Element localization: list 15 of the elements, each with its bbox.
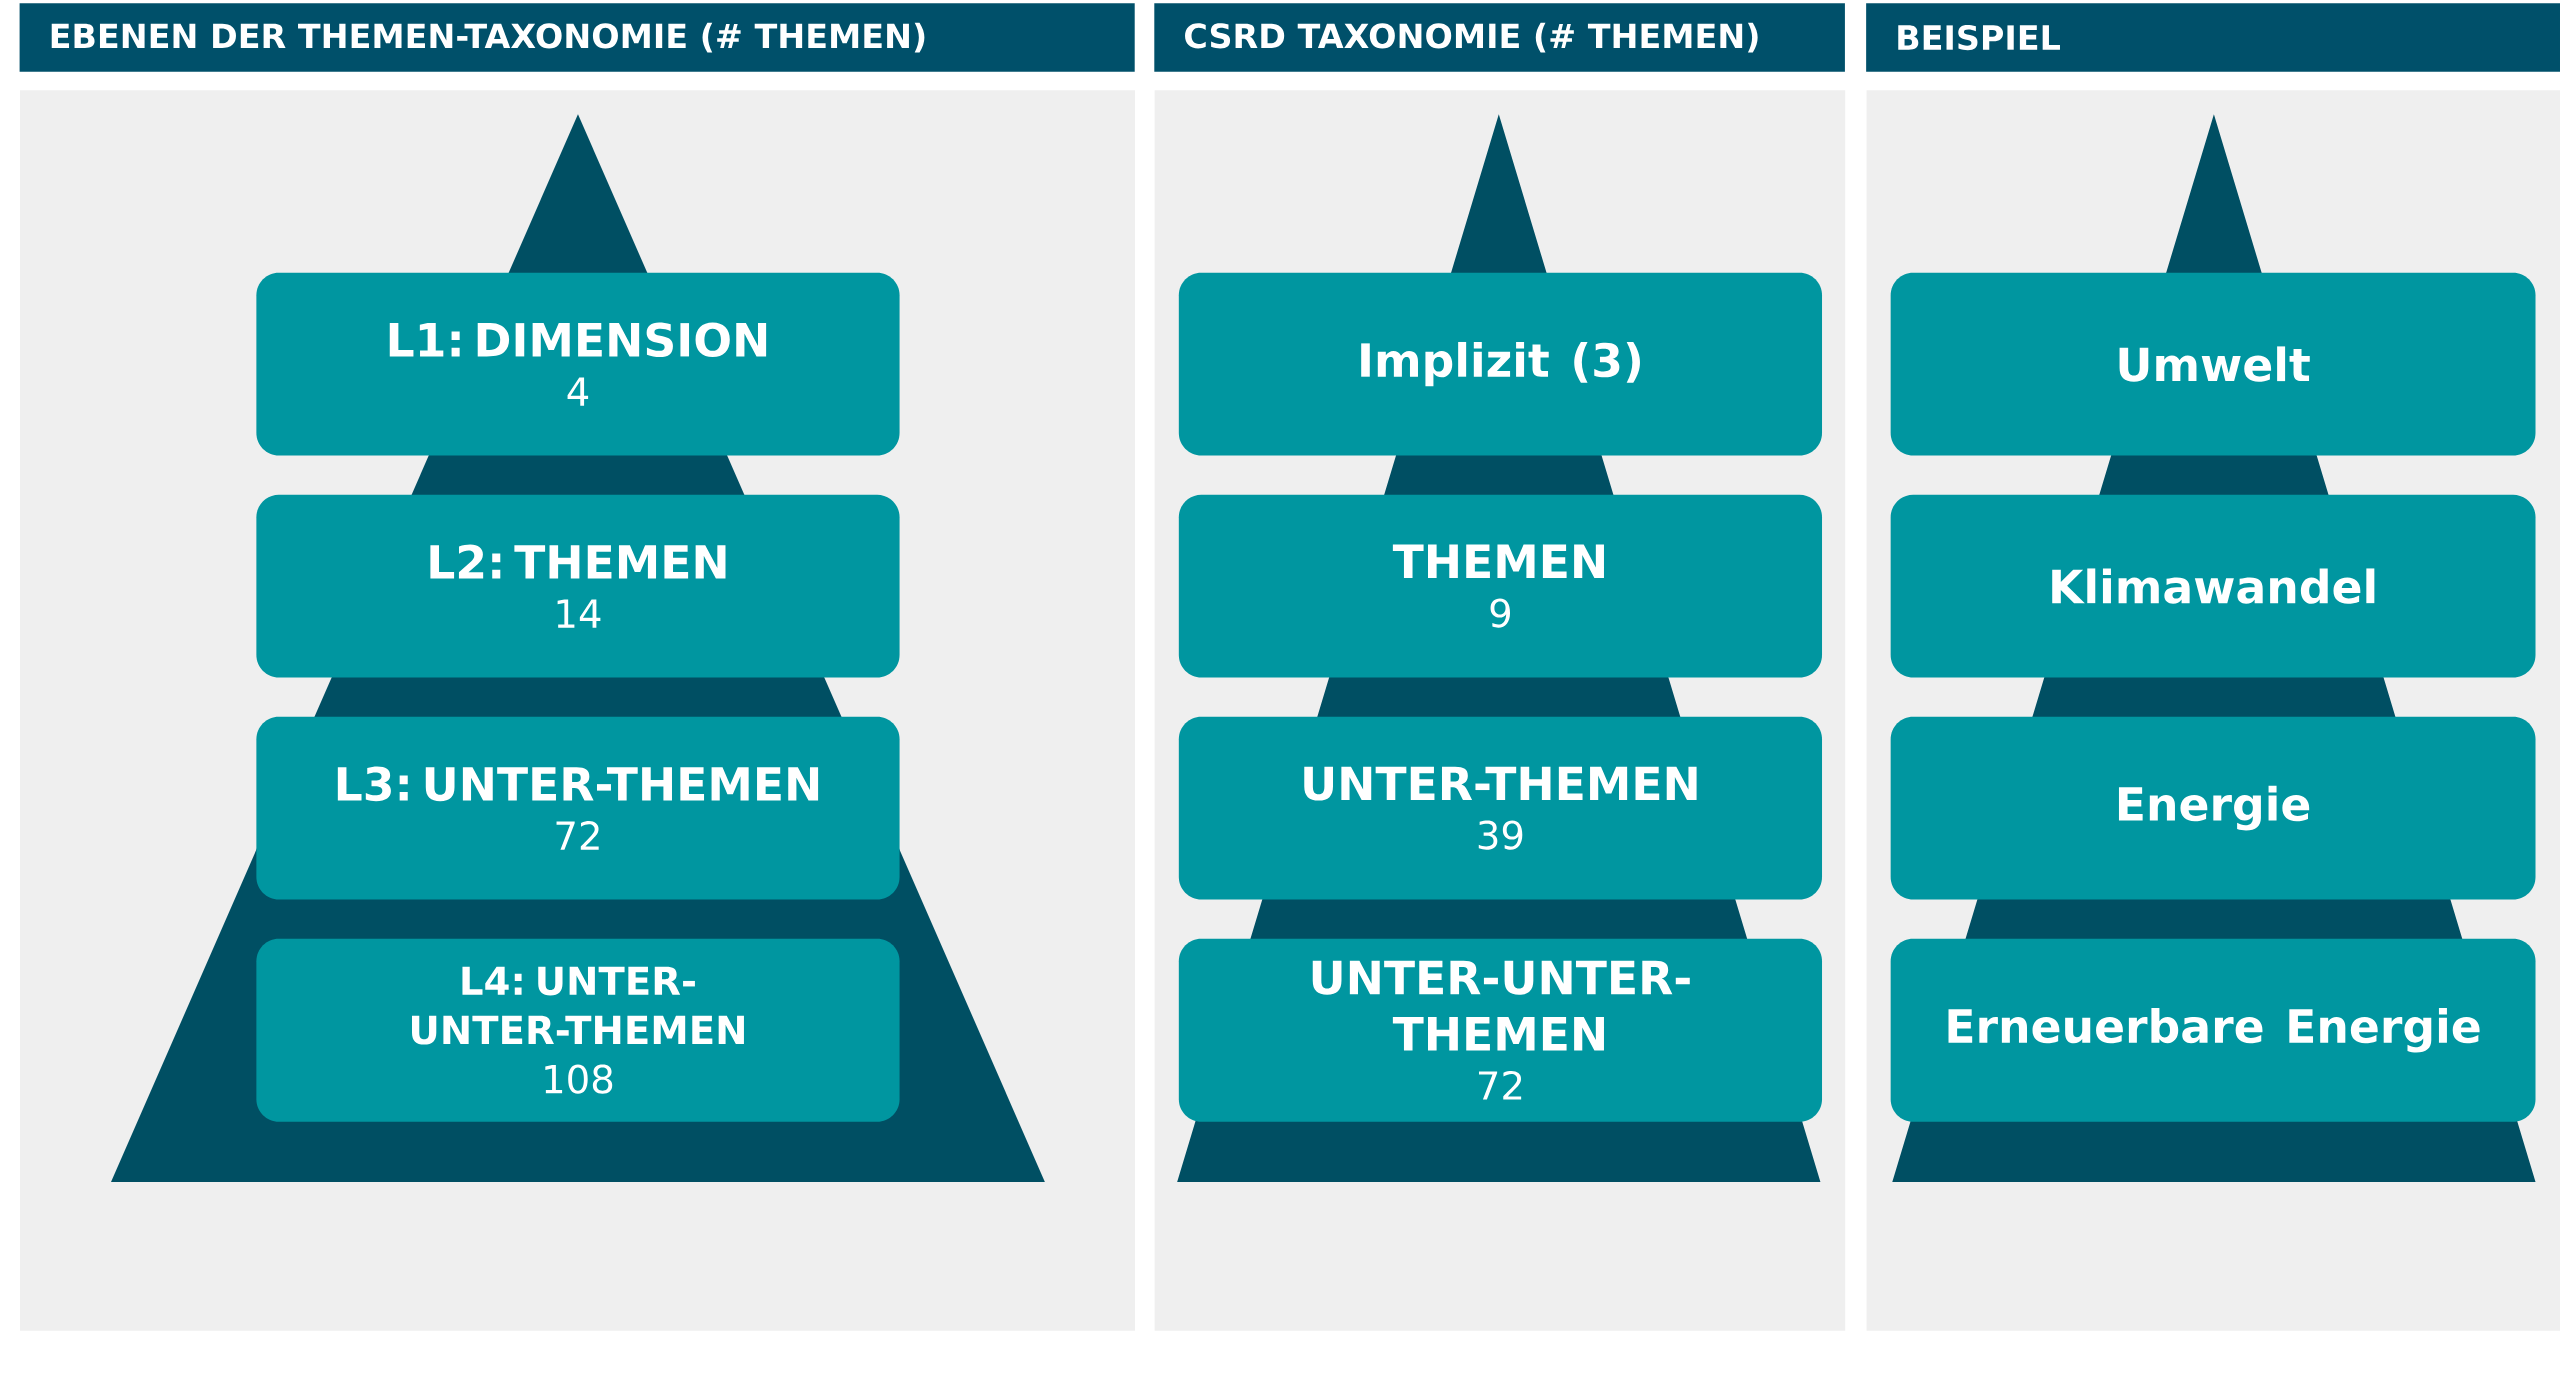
level-box: L1: DIMENSION 4 (256, 272, 900, 456)
header-bar: BEISPIEL (1866, 3, 2560, 73)
level-box: L2: THEMEN 14 (256, 494, 900, 678)
level-box: Umwelt (1890, 272, 2536, 456)
level-box: Erneuerbare Energie (1890, 939, 2536, 1122)
level-box: THEMEN 9 (1178, 494, 1823, 678)
level-box: L4: UNTER-UNTER-THEMEN 108 (256, 939, 900, 1122)
level-box: UNTER-UNTER-THEMEN 72 (1178, 939, 1823, 1122)
level-box: UNTER-THEMEN 39 (1178, 716, 1823, 900)
level-box: L3: UNTER-THEMEN 72 (256, 716, 900, 900)
level-box: Klimawandel (1890, 494, 2536, 678)
header-bar: CSRD TAXONOMIE (# THEMEN) (1154, 3, 1845, 73)
level-box: Energie (1890, 716, 2536, 900)
level-box: Implizit (3) (1178, 272, 1823, 456)
header-bar: EBENEN DER THEMEN-TAXONOMIE (# THEMEN) (19, 3, 1135, 73)
